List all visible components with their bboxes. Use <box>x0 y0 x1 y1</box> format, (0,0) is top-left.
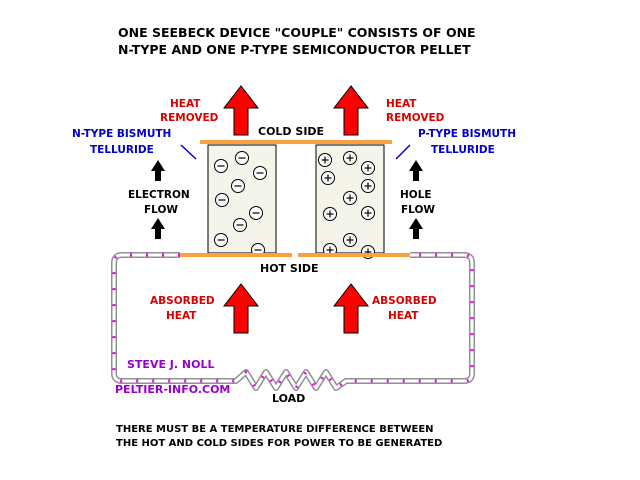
absorbed-heat-arrow-right <box>332 283 370 334</box>
hole-symbol <box>321 171 335 185</box>
electron-flow-label-1: ELECTRON <box>128 189 190 201</box>
hole-symbol <box>343 233 357 247</box>
heat-removed-arrow-left <box>222 85 260 136</box>
electron-flow-arrow-bottom <box>151 218 165 239</box>
cold-side-plate <box>200 140 392 144</box>
electron-symbol <box>233 218 247 232</box>
heat-removed-arrow-right <box>332 85 370 136</box>
hole-symbol <box>343 151 357 165</box>
heat-removed-right-label-1: HEAT <box>386 98 417 110</box>
absorbed-heat-left-label-2: HEAT <box>166 310 197 322</box>
p-type-label-2: TELLURIDE <box>431 144 495 156</box>
p-type-pointer <box>395 144 411 160</box>
electron-symbol <box>249 206 263 220</box>
footer-line-1: THERE MUST BE A TEMPERATURE DIFFERENCE B… <box>116 424 434 435</box>
n-type-label-2: TELLURIDE <box>90 144 154 156</box>
hole-symbol <box>361 179 375 193</box>
hole-symbol <box>361 206 375 220</box>
hole-flow-arrow-top <box>409 160 423 181</box>
hole-symbol <box>318 153 332 167</box>
electron-symbol <box>214 159 228 173</box>
hot-side-plate-right <box>298 253 410 257</box>
p-type-holes <box>318 151 375 259</box>
load-label: LOAD <box>272 392 305 405</box>
website-credit: PELTIER-INFO.COM <box>115 383 230 396</box>
absorbed-heat-right-label-1: ABSORBED <box>372 295 437 307</box>
hole-symbol <box>343 191 357 205</box>
absorbed-heat-left-label-1: ABSORBED <box>150 295 215 307</box>
hot-side-label: HOT SIDE <box>260 262 319 275</box>
hole-flow-label-1: HOLE <box>400 189 432 201</box>
electron-symbol <box>253 166 267 180</box>
absorbed-heat-right-label-2: HEAT <box>388 310 419 322</box>
author-credit: STEVE J. NOLL <box>127 358 214 371</box>
n-type-label-1: N-TYPE BISMUTH <box>72 128 171 140</box>
electron-symbol <box>235 151 249 165</box>
hole-symbol <box>323 207 337 221</box>
title-line-2: N-TYPE AND ONE P-TYPE SEMICONDUCTOR PELL… <box>118 42 471 57</box>
footer-line-2: THE HOT AND COLD SIDES FOR POWER TO BE G… <box>116 438 442 449</box>
heat-removed-left-label-1: HEAT <box>170 98 201 110</box>
electron-symbol <box>214 233 228 247</box>
hole-flow-label-2: FLOW <box>401 204 435 216</box>
hole-flow-arrow-bottom <box>409 218 423 239</box>
hole-symbol <box>361 161 375 175</box>
heat-removed-left-label-2: REMOVED <box>160 112 219 124</box>
absorbed-heat-arrow-left <box>222 283 260 334</box>
electron-flow-label-2: FLOW <box>144 204 178 216</box>
p-type-label-1: P-TYPE BISMUTH <box>418 128 516 140</box>
heat-removed-right-label-2: REMOVED <box>386 112 445 124</box>
electron-symbol <box>215 193 229 207</box>
circuit-wire <box>111 252 475 391</box>
n-type-pointer <box>180 144 197 160</box>
electron-flow-arrow-top <box>151 160 165 181</box>
title-line-1: ONE SEEBECK DEVICE "COUPLE" CONSISTS OF … <box>118 25 476 40</box>
cold-side-label: COLD SIDE <box>258 125 324 138</box>
hot-side-plate-left <box>180 253 292 257</box>
electron-symbol <box>231 179 245 193</box>
